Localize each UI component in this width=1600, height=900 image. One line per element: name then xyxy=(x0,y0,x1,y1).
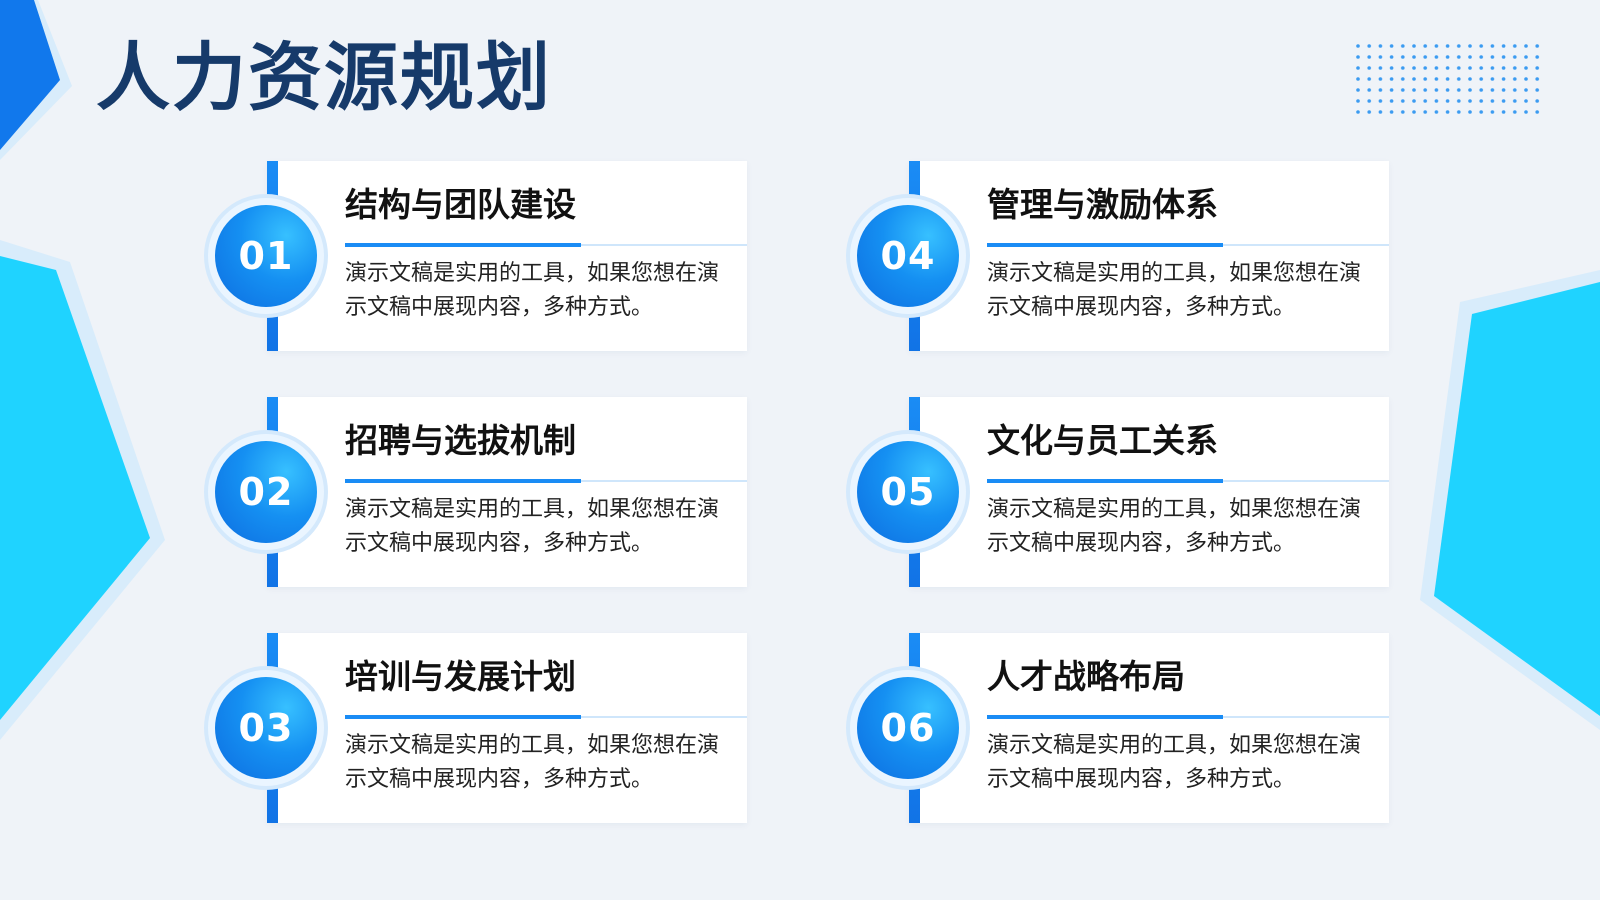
badge-number: 02 xyxy=(238,470,294,514)
card-divider-accent xyxy=(345,479,581,483)
card-05: 文化与员工关系 演示文稿是实用的工具，如果您想在演示文稿中展现内容，多种方式。 xyxy=(909,397,1389,587)
page-title: 人力资源规划 xyxy=(96,35,552,121)
card-01: 结构与团队建设 演示文稿是实用的工具，如果您想在演示文稿中展现内容，多种方式。 xyxy=(267,161,747,351)
card-divider-accent xyxy=(987,243,1223,247)
number-badge-04: 04 xyxy=(846,194,970,318)
card-divider-accent xyxy=(987,479,1223,483)
card-description: 演示文稿是实用的工具，如果您想在演示文稿中展现内容，多种方式。 xyxy=(987,261,1362,320)
card-description: 演示文稿是实用的工具，如果您想在演示文稿中展现内容，多种方式。 xyxy=(345,733,720,792)
card-description: 演示文稿是实用的工具，如果您想在演示文稿中展现内容，多种方式。 xyxy=(345,261,720,320)
badge-circle: 06 xyxy=(857,677,959,779)
corner-triangle-decoration xyxy=(0,0,72,160)
card-title: 文化与员工关系 xyxy=(987,421,1218,460)
card-03: 培训与发展计划 演示文稿是实用的工具，如果您想在演示文稿中展现内容，多种方式。 xyxy=(267,633,747,823)
badge-number: 06 xyxy=(880,706,936,750)
badge-number: 05 xyxy=(880,470,936,514)
badge-circle: 01 xyxy=(215,205,317,307)
card-description: 演示文稿是实用的工具，如果您想在演示文稿中展现内容，多种方式。 xyxy=(345,497,720,556)
card-description: 演示文稿是实用的工具，如果您想在演示文稿中展现内容，多种方式。 xyxy=(987,497,1362,556)
card-02: 招聘与选拔机制 演示文稿是实用的工具，如果您想在演示文稿中展现内容，多种方式。 xyxy=(267,397,747,587)
card-divider-accent xyxy=(345,715,581,719)
card-title: 培训与发展计划 xyxy=(345,657,576,696)
badge-circle: 02 xyxy=(215,441,317,543)
number-badge-05: 05 xyxy=(846,430,970,554)
card-description: 演示文稿是实用的工具，如果您想在演示文稿中展现内容，多种方式。 xyxy=(987,733,1362,792)
card-title: 人才战略布局 xyxy=(987,657,1185,696)
card-title: 招聘与选拔机制 xyxy=(345,421,576,460)
badge-circle: 04 xyxy=(857,205,959,307)
card-divider-accent xyxy=(987,715,1223,719)
number-badge-02: 02 xyxy=(204,430,328,554)
card-04: 管理与激励体系 演示文稿是实用的工具，如果您想在演示文稿中展现内容，多种方式。 xyxy=(909,161,1389,351)
dot-grid-decoration xyxy=(1356,44,1546,116)
left-hexagon-decoration xyxy=(0,240,165,740)
badge-number: 04 xyxy=(880,234,936,278)
badge-number: 03 xyxy=(238,706,294,750)
card-divider-accent xyxy=(345,243,581,247)
badge-circle: 03 xyxy=(215,677,317,779)
number-badge-01: 01 xyxy=(204,194,328,318)
number-badge-06: 06 xyxy=(846,666,970,790)
card-title: 结构与团队建设 xyxy=(345,185,576,224)
badge-number: 01 xyxy=(238,234,294,278)
card-06: 人才战略布局 演示文稿是实用的工具，如果您想在演示文稿中展现内容，多种方式。 xyxy=(909,633,1389,823)
right-hexagon-decoration xyxy=(1420,270,1600,730)
badge-circle: 05 xyxy=(857,441,959,543)
card-title: 管理与激励体系 xyxy=(987,185,1218,224)
number-badge-03: 03 xyxy=(204,666,328,790)
